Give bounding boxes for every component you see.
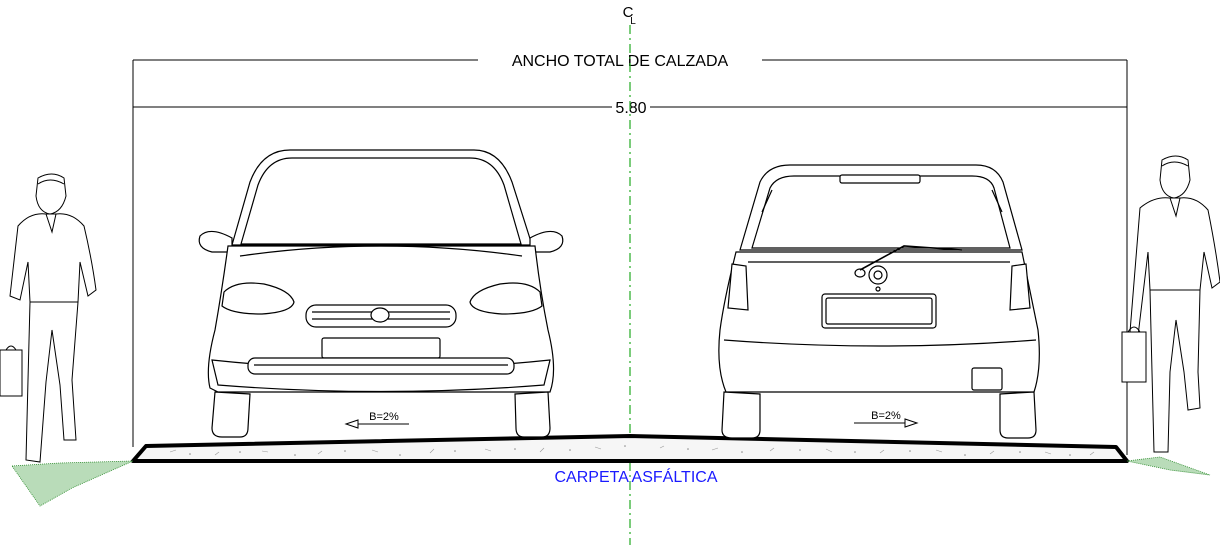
slope-arrow-left (344, 419, 409, 429)
pavement-layer (131, 434, 1129, 463)
centerline-sub: L (630, 16, 636, 27)
ground-right (1126, 456, 1211, 476)
dimension-lines (132, 59, 1128, 455)
pedestrian-right (1121, 155, 1220, 453)
slope-label-left: B=2% (369, 411, 399, 423)
total-width-label: ANCHO TOTAL DE CALZADA (512, 53, 729, 70)
car-rear-view (718, 164, 1040, 439)
centerline-symbol: C (623, 4, 634, 21)
car-front-view (198, 149, 564, 438)
slope-arrow-right (854, 418, 919, 428)
slope-label-right: B=2% (871, 410, 901, 422)
width-value-label: 5.80 (615, 100, 646, 117)
pavement-label: CARPETA ASFÁLTICA (554, 467, 717, 486)
pedestrian-left (0, 173, 97, 463)
ground-left (11, 460, 134, 507)
